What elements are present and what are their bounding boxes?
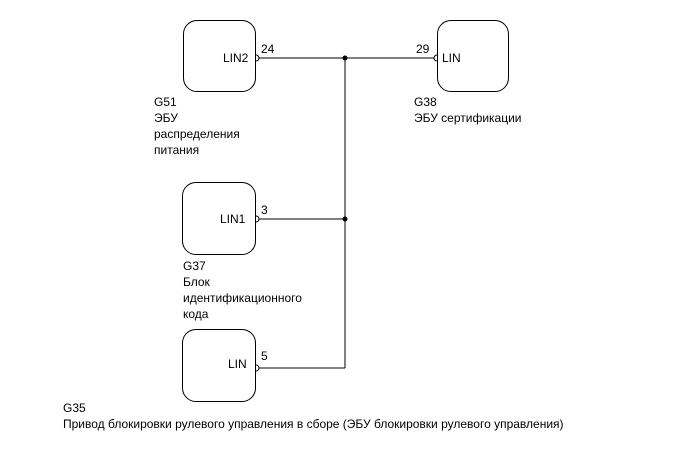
g38-pin-label: LIN	[442, 51, 461, 65]
g51-caption: G51 ЭБУ распределения питания	[154, 94, 240, 158]
g38-code: G38	[414, 95, 437, 109]
g38-pin-number: 29	[416, 42, 430, 56]
g37-name-line-3: кода	[183, 307, 209, 321]
junction-dot-top	[342, 55, 348, 61]
g37-caption: G37 Блок идентификационного кода	[183, 258, 302, 322]
g38-caption: G38 ЭБУ сертификации	[414, 94, 522, 126]
junction-dot-middle	[342, 216, 348, 222]
g38-name-line-1: ЭБУ сертификации	[414, 111, 522, 125]
g51-name-line-3: питания	[154, 143, 200, 157]
g37-code: G37	[183, 259, 206, 273]
g35-pin-number: 5	[261, 349, 268, 363]
g51-name-line-2: распределения	[154, 127, 240, 141]
g35-pin-label: LIN	[228, 357, 247, 371]
g37-pin-number: 3	[261, 203, 268, 217]
g51-power-distribution-ecu-box	[183, 20, 256, 92]
g51-pin-number: 24	[261, 42, 275, 56]
g35-code: G35	[63, 401, 86, 415]
g35-name-line-1: Привод блокировки рулевого управления в …	[63, 417, 564, 431]
g51-pin-label: LIN2	[223, 51, 249, 65]
g38-certification-ecu-box	[437, 20, 509, 92]
g37-pin-label: LIN1	[220, 212, 246, 226]
g35-caption: G35 Привод блокировки рулевого управлени…	[63, 400, 564, 432]
g35-steering-lock-actuator-box	[182, 329, 256, 402]
g37-name-line-1: Блок	[183, 275, 210, 289]
g37-id-code-box	[182, 182, 256, 255]
g51-name-line-1: ЭБУ	[154, 111, 178, 125]
g51-code: G51	[154, 95, 177, 109]
g37-name-line-2: идентификационного	[183, 291, 302, 305]
